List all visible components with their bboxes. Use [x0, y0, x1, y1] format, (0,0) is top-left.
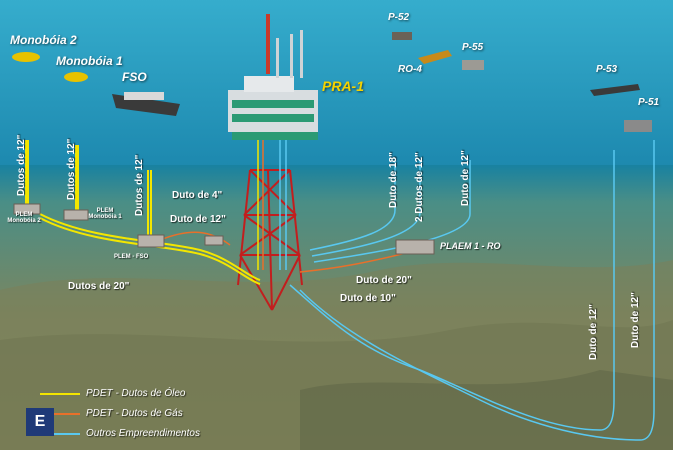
legend-other-swatch: [40, 432, 80, 435]
label-plaem1: PLAEM 1 - RO: [440, 241, 501, 251]
label-duto10: Duto de 10": [340, 293, 396, 304]
legend-other-text: Outros Empreendimentos: [86, 428, 200, 439]
label-dutos20: Dutos de 20": [68, 281, 130, 292]
legend-other: Outros Empreendimentos: [40, 428, 200, 439]
section-badge: E: [26, 408, 54, 436]
legend-gas: PDET - Dutos de Gás: [40, 408, 183, 419]
vessels-layer: [12, 32, 652, 132]
label-plem-mono2: PLEM Monobóia 2: [7, 212, 41, 224]
label-dutos12-c: Dutos de 12": [134, 154, 145, 216]
pra1-platform: [228, 14, 318, 140]
legend-gas-text: PDET - Dutos de Gás: [86, 408, 183, 419]
label-dutos12-a: Dutos de 12": [16, 134, 27, 196]
legend-oil: PDET - Dutos de Óleo: [40, 388, 185, 399]
legend-gas-swatch: [40, 412, 80, 415]
label-p53: P-53: [596, 64, 618, 75]
legend-oil-swatch: [40, 392, 80, 395]
label-duto20: Duto de 20": [356, 275, 412, 286]
legend: PDET - Dutos de Óleo PDET - Dutos de Gás…: [40, 386, 230, 444]
label-monoboia-1: Monobóia 1: [56, 54, 123, 68]
label-p55: P-55: [462, 42, 484, 53]
label-plem-fso: PLEM - FSO: [114, 254, 149, 260]
label-fso: FSO: [122, 70, 147, 84]
legend-oil-text: PDET - Dutos de Óleo: [86, 388, 186, 399]
label-duto12-g: Duto de 12": [630, 292, 641, 348]
label-duto12-d: Duto de 12": [460, 150, 471, 206]
label-plem-mono1: PLEM Monobóia 1: [88, 208, 122, 220]
label-duto12-e: Duto de 12": [170, 214, 226, 225]
label-dutos12-b: Dutos de 12": [66, 138, 77, 200]
jacket-structure: [237, 169, 303, 311]
label-p51: P-51: [638, 97, 660, 108]
label-monoboia-2: Monobóia 2: [10, 33, 77, 47]
label-duto4: Duto de 4": [172, 190, 223, 201]
label-2dutos12: 2 Dutos de 12": [414, 152, 425, 222]
label-pra1: PRA-1: [322, 78, 365, 94]
label-duto12-f: Duto de 12": [588, 304, 599, 360]
label-p52: P-52: [388, 12, 410, 23]
label-ro4: RO-4: [398, 64, 422, 75]
label-duto18: Duto de 18": [388, 152, 399, 208]
